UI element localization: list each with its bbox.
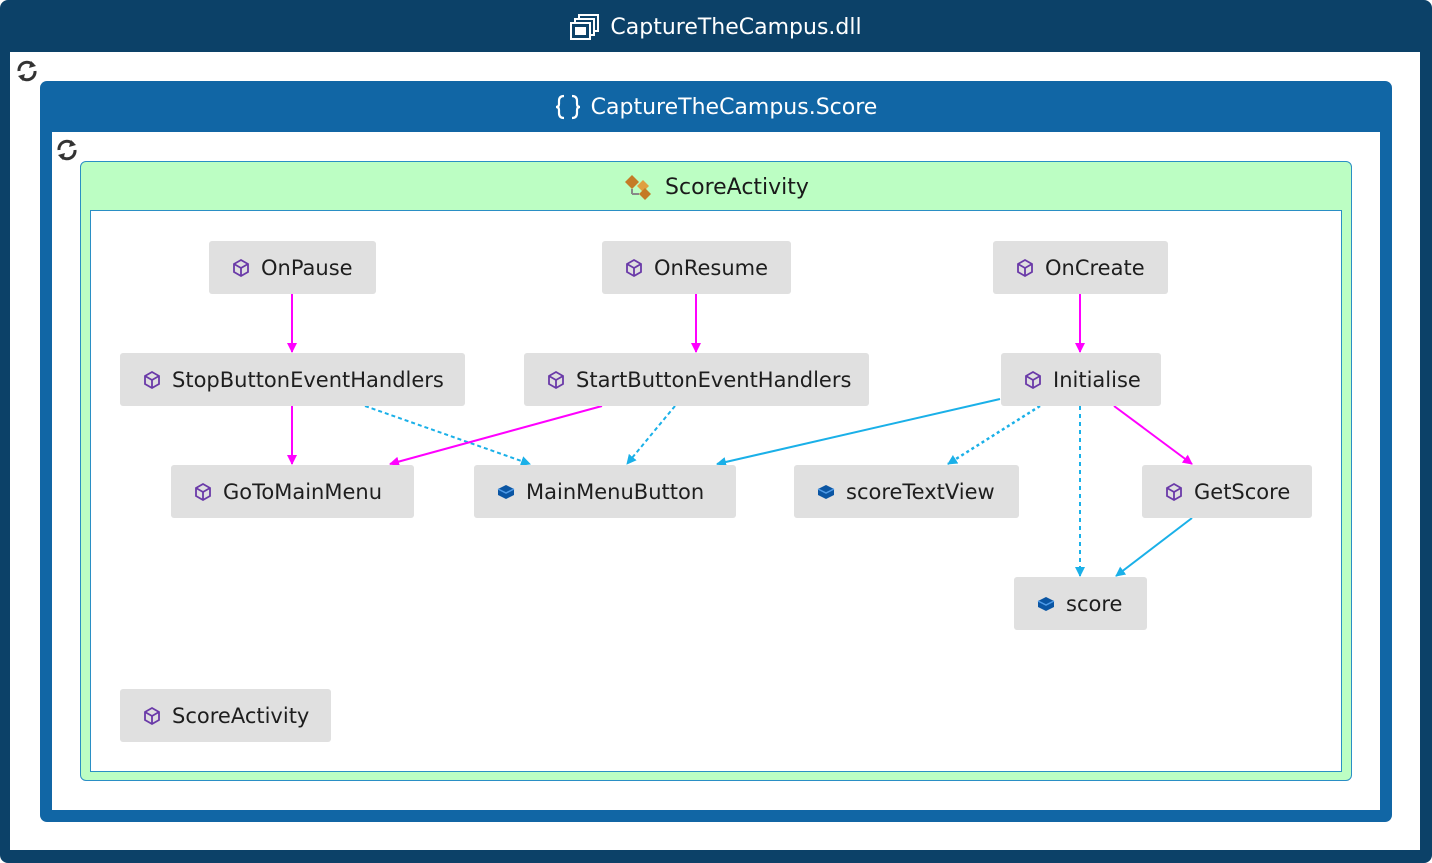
method-cube-icon xyxy=(233,258,249,277)
assembly-title: CaptureTheCampus.dll xyxy=(610,14,862,40)
node-startbuttoneventhandlers[interactable]: StartButtonEventHandlers xyxy=(524,353,869,406)
node-label: StartButtonEventHandlers xyxy=(576,367,852,392)
node-label: GoToMainMenu xyxy=(223,479,383,504)
node-scoreactivity[interactable]: ScoreActivity xyxy=(120,689,331,742)
node-label: OnPause xyxy=(261,255,353,280)
field-block-icon xyxy=(817,484,835,499)
expand-collapse-icon[interactable] xyxy=(14,58,40,88)
assembly-header[interactable]: CaptureTheCampus.dll xyxy=(0,8,1432,46)
method-cube-icon xyxy=(195,482,211,501)
node-label: score xyxy=(1066,591,1123,616)
method-cube-icon xyxy=(548,370,564,389)
node-getscore[interactable]: GetScore xyxy=(1142,465,1312,518)
method-cube-icon xyxy=(1017,258,1033,277)
node-onpause[interactable]: OnPause xyxy=(209,241,376,294)
class-header[interactable]: ScoreActivity xyxy=(80,168,1352,206)
method-cube-icon xyxy=(144,370,160,389)
node-onresume[interactable]: OnResume xyxy=(602,241,791,294)
field-block-icon xyxy=(1037,596,1055,611)
node-label: GetScore xyxy=(1194,479,1291,504)
node-gotomainmenu[interactable]: GoToMainMenu xyxy=(171,465,414,518)
node-score[interactable]: score xyxy=(1014,577,1147,630)
node-initialise[interactable]: Initialise xyxy=(1001,353,1161,406)
node-label: MainMenuButton xyxy=(526,479,705,504)
node-label: StopButtonEventHandlers xyxy=(172,367,444,392)
node-oncreate[interactable]: OnCreate xyxy=(993,241,1168,294)
assembly-icon xyxy=(570,14,600,40)
expand-collapse-icon[interactable] xyxy=(54,137,80,167)
namespace-title: CaptureTheCampus.Score xyxy=(590,94,878,120)
class-title: ScoreActivity xyxy=(665,174,809,200)
node-label: OnResume xyxy=(654,255,769,280)
node-mainmenubutton[interactable]: MainMenuButton xyxy=(474,465,736,518)
node-label: ScoreActivity xyxy=(172,703,310,728)
method-cube-icon xyxy=(144,706,160,725)
method-cube-icon xyxy=(626,258,642,277)
node-stopbuttoneventhandlers[interactable]: StopButtonEventHandlers xyxy=(120,353,465,406)
node-label: OnCreate xyxy=(1045,255,1145,280)
method-cube-icon xyxy=(1025,370,1041,389)
namespace-braces-icon xyxy=(555,94,580,120)
node-label: scoreTextView xyxy=(846,479,995,504)
node-label: Initialise xyxy=(1053,367,1141,392)
node-scoretextview[interactable]: scoreTextView xyxy=(794,465,1019,518)
field-block-icon xyxy=(497,484,515,499)
namespace-header[interactable]: CaptureTheCampus.Score xyxy=(40,88,1392,126)
method-cube-icon xyxy=(1166,482,1182,501)
class-icon xyxy=(625,175,652,200)
